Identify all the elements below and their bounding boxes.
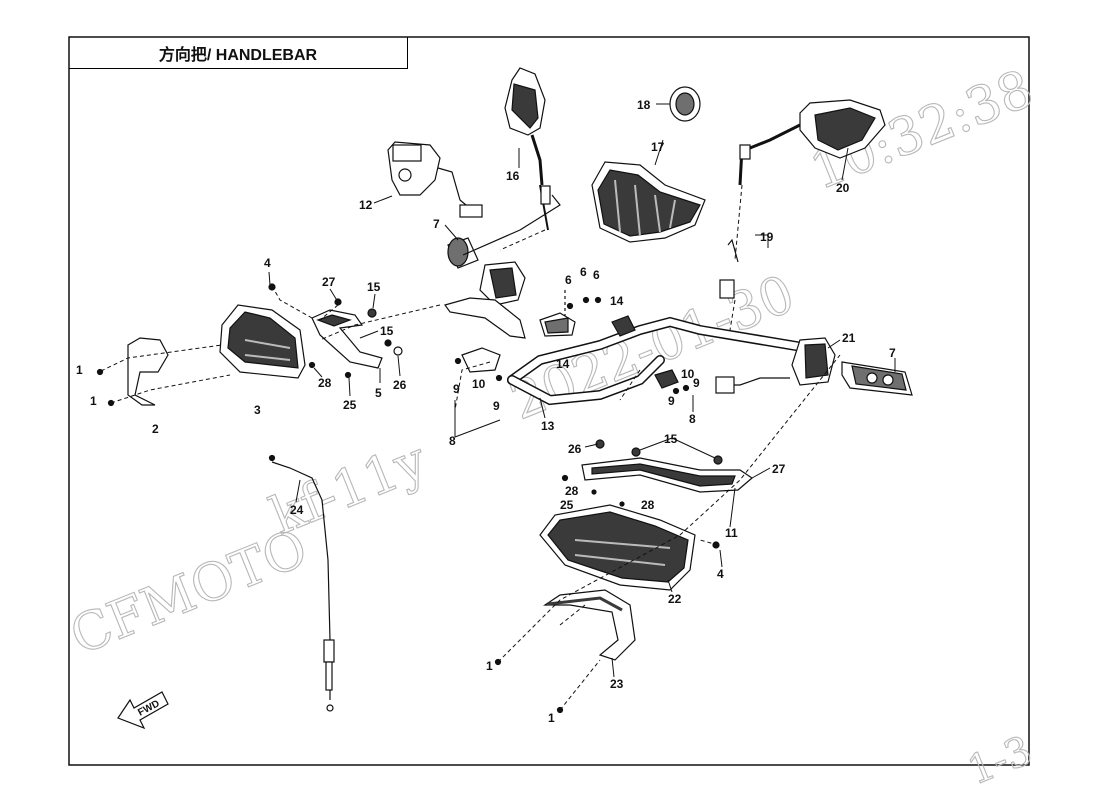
right-mirror — [738, 99, 886, 186]
callout: 9 — [453, 382, 460, 396]
throttle-cable-24 — [271, 461, 335, 712]
callout-leaders — [268, 103, 896, 678]
callout: 28 — [641, 498, 655, 512]
callout: 25 — [560, 498, 574, 512]
page-title: 方向把/ HANDLEBAR — [69, 37, 408, 69]
callout: 1 — [486, 659, 493, 673]
callout: 3 — [254, 403, 261, 417]
callout: 4 — [717, 567, 724, 581]
parts: FWD — [96, 67, 913, 730]
callout: 13 — [541, 419, 555, 433]
callout: 8 — [449, 434, 456, 448]
callout: 9 — [668, 394, 675, 408]
clamps-14-10 — [461, 312, 679, 389]
right-bracket-11 — [581, 457, 753, 493]
callout: 1 — [76, 363, 83, 377]
callout: 23 — [610, 677, 624, 691]
callout: 24 — [290, 503, 304, 517]
left-handguard-3 — [219, 304, 306, 379]
right-grip-7 — [841, 361, 913, 396]
callout: 11 — [725, 526, 738, 540]
watermark-date: 2022-01-30 — [502, 264, 802, 432]
callout: 15 — [380, 324, 394, 338]
callout: 25 — [343, 398, 357, 412]
callout: 28 — [318, 376, 332, 390]
throttle-grip-7 — [447, 194, 561, 269]
callout: 26 — [568, 442, 582, 456]
handlebar-13 — [507, 290, 825, 406]
callout: 17 — [651, 140, 665, 154]
callout: 14 — [556, 357, 570, 371]
callout: 12 — [359, 198, 373, 212]
callout: 9 — [493, 399, 500, 413]
callout: 9 — [693, 376, 700, 390]
callout: 5 — [375, 386, 382, 400]
callouts: 1 1 2 3 4 27 15 15 5 26 28 25 7 12 16 18… — [76, 98, 896, 725]
callout: 21 — [842, 331, 856, 345]
fwd-arrow: FWD — [117, 691, 169, 730]
callout: 28 — [565, 484, 579, 498]
leader-lines — [100, 184, 841, 711]
callout: 27 — [772, 462, 786, 476]
callout: 20 — [836, 181, 850, 195]
callout: 15 — [367, 280, 381, 294]
callout: 6 — [565, 273, 572, 287]
callout: 18 — [637, 98, 651, 112]
callout: 1 — [90, 394, 97, 408]
watermark-brand: CFMOTO — [62, 518, 315, 667]
watermark-code: kf-11y — [262, 430, 435, 547]
brake-lever-assembly — [444, 261, 526, 339]
callout: 10 — [681, 367, 695, 381]
callout: 27 — [322, 275, 336, 289]
callout: 26 — [393, 378, 407, 392]
cap-18 — [669, 86, 701, 122]
switch-bracket-19 — [719, 238, 739, 299]
callout: 6 — [593, 268, 600, 282]
callout: 15 — [664, 432, 678, 446]
left-trim-2 — [127, 337, 169, 406]
callout: 19 — [760, 230, 774, 244]
callout: 7 — [433, 217, 440, 231]
callout: 14 — [610, 294, 624, 308]
callout: 1 — [548, 711, 555, 725]
watermark-edge: 1-3 — [962, 727, 1039, 794]
handlebar-cover-17 — [591, 161, 706, 243]
callout: 8 — [689, 412, 696, 426]
callout: 2 — [152, 422, 159, 436]
callout: 7 — [889, 346, 896, 360]
right-trim-23 — [543, 589, 636, 661]
callout: 16 — [506, 169, 520, 183]
left-bracket-5 — [311, 309, 383, 369]
left-mirror — [504, 67, 551, 231]
callout: 4 — [264, 256, 271, 270]
diagram-border — [68, 36, 1030, 766]
callout: 22 — [668, 592, 682, 606]
callout: 6 — [580, 265, 587, 279]
right-switch-21 — [715, 337, 836, 394]
master-cylinder-12 — [387, 141, 483, 218]
callout: 10 — [472, 377, 486, 391]
fasteners — [96, 283, 723, 714]
right-handguard-22 — [539, 504, 696, 591]
